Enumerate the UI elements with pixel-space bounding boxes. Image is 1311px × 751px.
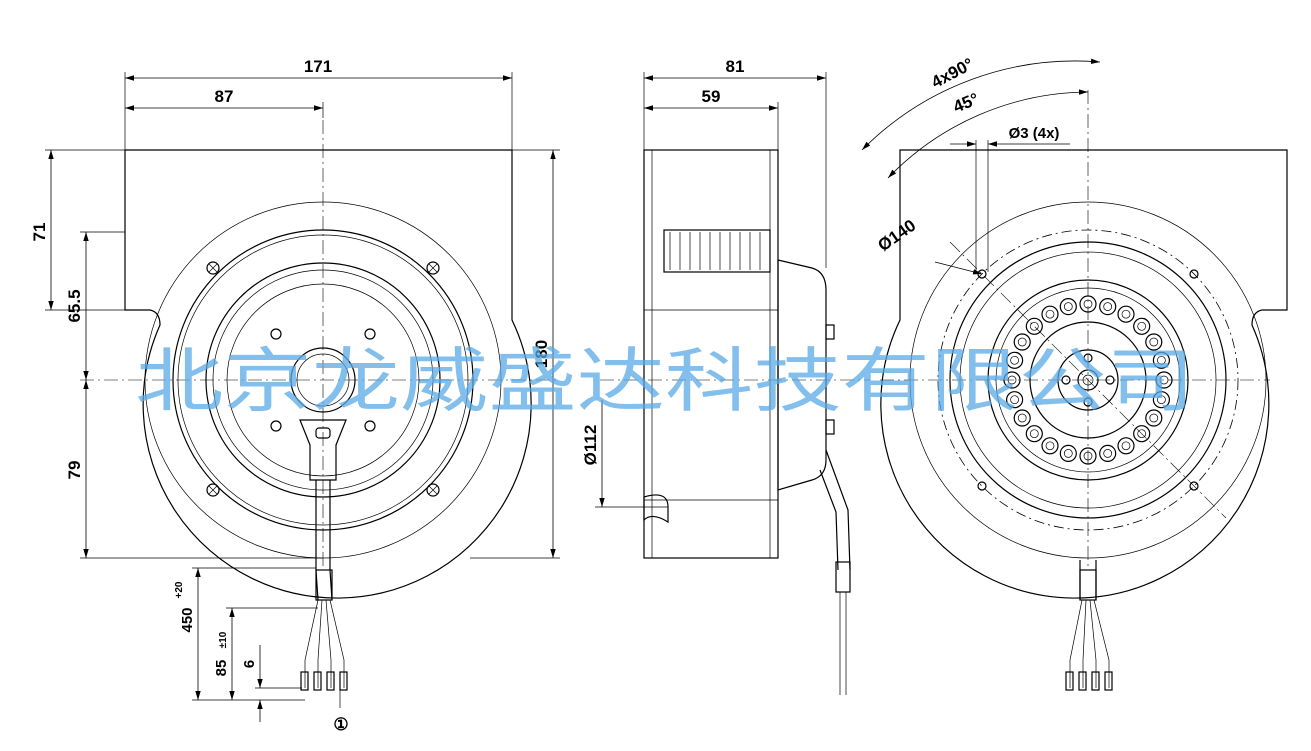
motor-tab bbox=[825, 419, 835, 435]
impeller-hole-inner bbox=[1010, 395, 1019, 405]
dim-inlet-diameter: Ø112 bbox=[581, 425, 600, 466]
dim-angle-spacing: 4x90° bbox=[928, 54, 976, 92]
impeller-hole-inner bbox=[1029, 429, 1039, 439]
impeller-hole-inner bbox=[1017, 337, 1027, 347]
side-cable-sheath bbox=[835, 561, 851, 593]
dim-lead-length: 85 bbox=[213, 660, 230, 677]
impeller-hole-inner bbox=[1121, 309, 1131, 319]
dim-depth-partial: 59 bbox=[702, 87, 721, 106]
impeller-hole-inner bbox=[1137, 321, 1147, 331]
impeller-blades bbox=[663, 229, 771, 273]
front-view: 171 87 71 65.5 79 180 450 +20 85 ±10 bbox=[30, 57, 560, 734]
dim-lead-length-tol: ±10 bbox=[218, 631, 229, 648]
impeller-hole-inner bbox=[1137, 429, 1147, 439]
dim-height-bottom: 79 bbox=[65, 461, 84, 480]
impeller-hole-inner bbox=[1149, 337, 1159, 347]
dim-cable-length-tol: +20 bbox=[174, 581, 185, 598]
impeller-hole-inner bbox=[1149, 413, 1159, 423]
housing-outline bbox=[124, 149, 532, 599]
impeller-hole bbox=[1133, 317, 1151, 335]
dim-height-mid: 65.5 bbox=[65, 289, 84, 322]
impeller-hole bbox=[1152, 391, 1171, 409]
impeller-hole bbox=[1152, 351, 1171, 369]
dim-strip-length: 6 bbox=[241, 660, 258, 668]
side-wires bbox=[839, 592, 847, 695]
impeller-hole-inner bbox=[1063, 302, 1073, 311]
cable-sheath-end bbox=[315, 569, 333, 601]
impeller-hole bbox=[1145, 333, 1163, 351]
impeller-hole-inner bbox=[1103, 302, 1113, 311]
side-cable bbox=[819, 449, 851, 571]
impeller-hole-inner bbox=[1017, 413, 1027, 423]
impeller-hole bbox=[1099, 298, 1117, 316]
dim-width-half: 87 bbox=[215, 87, 234, 106]
impeller-hole-inner bbox=[1045, 309, 1055, 319]
impeller-hole bbox=[1145, 409, 1163, 427]
impeller-hole-inner bbox=[1103, 449, 1113, 458]
impeller-hole-inner bbox=[1063, 449, 1073, 458]
dim-angle-offset: 45° bbox=[950, 89, 981, 116]
impeller-hole bbox=[1005, 351, 1024, 369]
impeller-hole-inner bbox=[1157, 355, 1166, 365]
callout-marker: ① bbox=[333, 715, 348, 734]
impeller-hole bbox=[1013, 409, 1031, 427]
cable-gland bbox=[299, 419, 347, 481]
impeller-hole bbox=[1117, 437, 1135, 455]
impeller-hole bbox=[1005, 391, 1024, 409]
rear-wire-leads bbox=[1065, 599, 1113, 691]
dim-width-total: 171 bbox=[304, 57, 332, 76]
dim-height-total: 180 bbox=[532, 340, 551, 368]
impeller-hole-inner bbox=[1010, 355, 1019, 365]
impeller-hole bbox=[1041, 305, 1059, 323]
cable bbox=[315, 480, 333, 601]
impeller-hole bbox=[1025, 425, 1043, 443]
impeller-hole-inner bbox=[1157, 395, 1166, 405]
impeller-hole bbox=[1059, 444, 1077, 462]
side-view: 81 59 Ø112 bbox=[581, 57, 870, 695]
impeller-hole-inner bbox=[1121, 441, 1131, 451]
watermark-text: 北京龙威盛达科技有限公司 bbox=[135, 340, 1195, 422]
impeller-hole bbox=[1025, 317, 1043, 335]
impeller-hole bbox=[1059, 298, 1077, 316]
impeller-hole bbox=[1099, 444, 1117, 462]
dim-hole-spec: Ø3 (4x) bbox=[1009, 125, 1060, 142]
dim-cable-length: 450 bbox=[179, 607, 196, 632]
motor-tab bbox=[825, 324, 835, 340]
impeller-hole-inner bbox=[1045, 441, 1055, 451]
impeller-hole bbox=[1041, 437, 1059, 455]
inlet-lip bbox=[643, 494, 669, 524]
screw-icon bbox=[206, 261, 440, 497]
impeller-hole-inner bbox=[1029, 321, 1039, 331]
dim-bolt-circle: Ø140 bbox=[874, 216, 919, 255]
dim-height-top: 71 bbox=[30, 223, 49, 242]
motor-screw-icon bbox=[270, 328, 376, 432]
wire-leads bbox=[300, 599, 348, 691]
dim-depth-total: 81 bbox=[726, 57, 745, 76]
motor-side bbox=[777, 259, 827, 491]
impeller-hole bbox=[1013, 333, 1031, 351]
impeller-hole bbox=[1117, 305, 1135, 323]
impeller-hole bbox=[1133, 425, 1151, 443]
